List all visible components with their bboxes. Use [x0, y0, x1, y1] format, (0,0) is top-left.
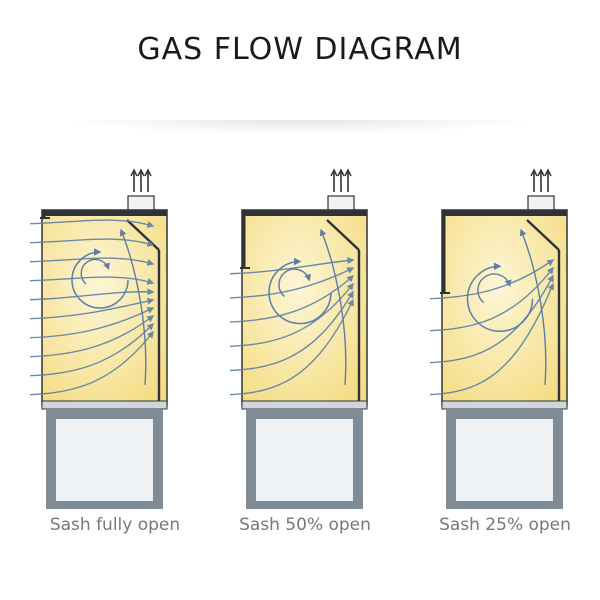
caption-sash-25-open: Sash 25% open — [439, 515, 571, 535]
vortex-arrow-outer — [268, 257, 332, 325]
inflow-arrow — [230, 298, 354, 396]
inflow-arrow — [30, 219, 155, 228]
inflow-arrow — [30, 307, 155, 339]
exhaust-arrow-icon — [330, 168, 338, 192]
stand-left-leg — [246, 409, 256, 509]
stand-top-rail — [446, 409, 563, 419]
stand-panel — [456, 419, 553, 501]
title-divider-shadow — [60, 120, 540, 134]
vortex-arrow-outer — [466, 262, 534, 332]
vortex-arrow-inner — [278, 268, 311, 298]
rear-upflow-arrow — [519, 228, 547, 386]
stand-top-rail — [46, 409, 163, 419]
work-surface — [41, 400, 168, 410]
inflow-arrow — [430, 282, 555, 396]
exhaust-arrow-icon — [344, 168, 352, 192]
stand-panel — [56, 419, 153, 501]
stand-top-rail — [246, 409, 363, 419]
rear-baffle — [326, 219, 360, 251]
stand-right-leg — [153, 409, 163, 509]
inflow-arrow — [30, 297, 155, 320]
stand-bottom-rail — [246, 501, 363, 509]
fume-hood-sash-fully-open — [30, 160, 200, 510]
exhaust-arrow-icon — [144, 168, 152, 192]
stand-left-leg — [446, 409, 456, 509]
hood-svg — [430, 168, 568, 509]
diagram-title: GAS FLOW DIAGRAM — [137, 32, 463, 67]
inflow-arrow — [230, 257, 355, 275]
stand-left-leg — [46, 409, 56, 509]
exhaust-arrow-icon — [137, 168, 145, 192]
inflow-arrow — [230, 275, 355, 323]
rear-upflow-arrow — [319, 228, 347, 386]
hood-top-frame — [42, 210, 167, 216]
hood-top-frame — [442, 210, 567, 216]
inflow-arrow — [30, 238, 155, 247]
inflow-arrow — [430, 266, 554, 332]
work-surface — [441, 400, 568, 410]
caption-sash-fully-open: Sash fully open — [49, 515, 181, 535]
inflow-arrow — [430, 274, 554, 364]
exhaust-arrow-icon — [337, 168, 345, 192]
vortex-arrow-outer — [71, 248, 129, 309]
exhaust-arrow-icon — [544, 168, 552, 192]
exhaust-arrow-icon — [130, 168, 138, 192]
hood-svg — [230, 168, 368, 509]
stand-bottom-rail — [446, 501, 563, 509]
exhaust-arrow-icon — [537, 168, 545, 192]
inflow-arrow — [30, 330, 154, 396]
inflow-arrow — [430, 259, 555, 300]
inflow-arrow — [30, 276, 155, 285]
stand-right-leg — [553, 409, 563, 509]
inflow-arrow — [30, 315, 155, 358]
work-surface — [241, 400, 368, 410]
fume-hood-sash-25-open — [430, 160, 600, 510]
fume-hood-sash-50-open — [230, 160, 400, 510]
inflow-arrow — [30, 257, 155, 266]
stand-bottom-rail — [46, 501, 163, 509]
vortex-arrow-inner — [80, 258, 110, 285]
inflow-arrow — [230, 267, 355, 299]
caption-sash-50-open: Sash 50% open — [239, 515, 371, 535]
rear-upflow-arrow — [119, 228, 147, 386]
inflow-arrow — [30, 322, 154, 377]
hood-top-frame — [242, 210, 367, 216]
inflow-arrow — [230, 282, 354, 347]
exhaust-arrow-icon — [530, 168, 538, 192]
hood-svg — [30, 168, 168, 509]
stand-right-leg — [353, 409, 363, 509]
stand-panel — [256, 419, 353, 501]
rear-baffle — [526, 219, 560, 251]
inflow-arrow — [230, 290, 354, 372]
vortex-arrow-inner — [477, 273, 512, 304]
